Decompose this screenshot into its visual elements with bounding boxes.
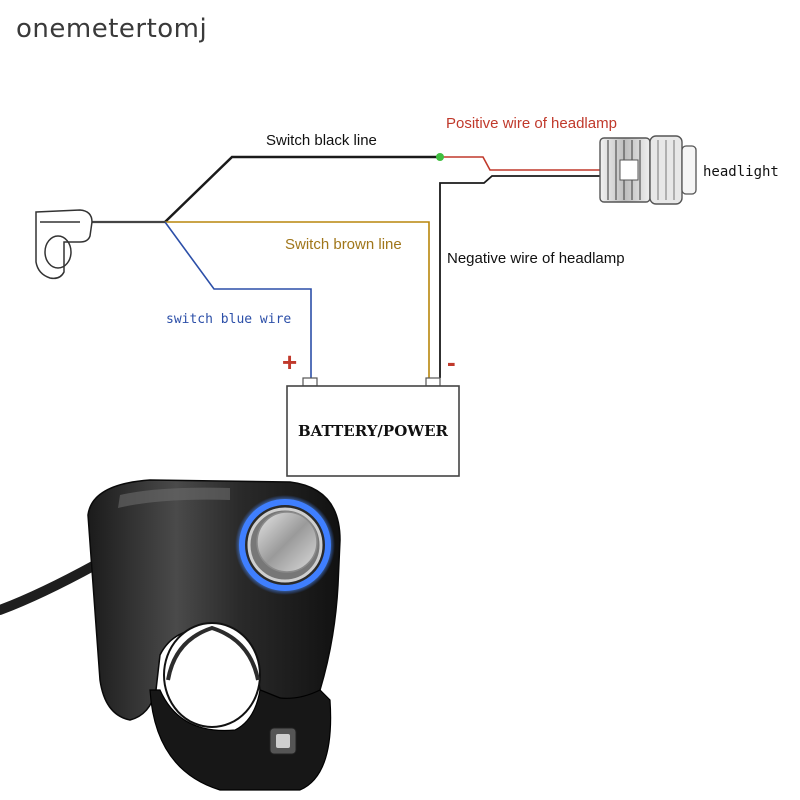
switch-brown-wire — [165, 221, 430, 378]
switch-photo-cable — [0, 560, 100, 615]
watermark: onemetertomj — [16, 14, 208, 44]
junction-dot — [436, 153, 444, 161]
minus-sign: - — [447, 347, 456, 377]
headlight-icon — [599, 135, 697, 205]
positive-headlamp-label: Positive wire of headlamp — [446, 115, 617, 132]
switch-black-wire — [164, 155, 440, 223]
switch-black-line-label: Switch black line — [266, 132, 377, 149]
positive-headlamp-wire — [440, 156, 600, 171]
battery-box — [286, 377, 460, 477]
switch-blue-wire — [164, 221, 312, 378]
negative-headlamp-label: Negative wire of headlamp — [447, 250, 625, 267]
negative-headlamp-wire — [439, 175, 600, 378]
plus-sign: + — [282, 347, 297, 377]
handlebar-switch-photo — [0, 479, 341, 791]
headlight-label: headlight — [703, 164, 779, 180]
switch-brown-line-label: Switch brown line — [285, 236, 402, 253]
handlebar-switch-outline-icon — [35, 209, 93, 280]
switch-blue-wire-label: switch blue wire — [166, 312, 291, 327]
switch-button-cap — [256, 511, 318, 573]
battery-label: BATTERY/POWER — [298, 422, 449, 440]
